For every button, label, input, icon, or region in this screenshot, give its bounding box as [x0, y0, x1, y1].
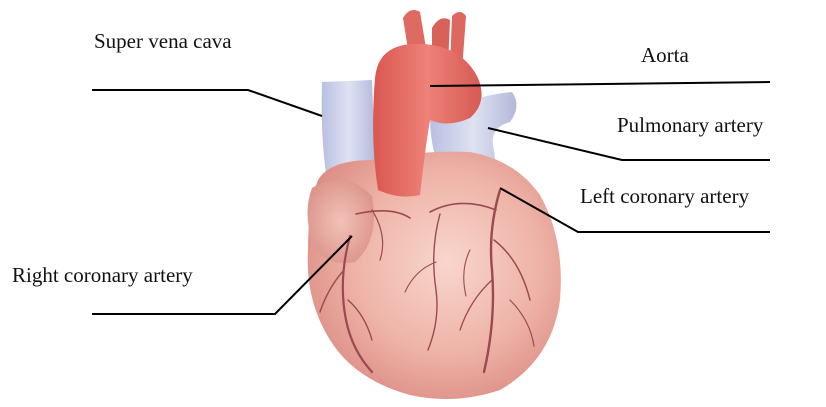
label-superior-vena-cava: Super vena cava: [94, 31, 232, 52]
right-atrium-shape: [308, 180, 374, 263]
label-pulmonary-artery: Pulmonary artery: [617, 115, 763, 136]
leader-aorta: [430, 82, 770, 86]
label-aorta: Aorta: [641, 45, 689, 66]
label-right-coronary-artery: Right coronary artery: [12, 265, 193, 286]
label-left-coronary-artery: Left coronary artery: [580, 186, 749, 207]
leader-superior-vena-cava: [92, 90, 322, 116]
